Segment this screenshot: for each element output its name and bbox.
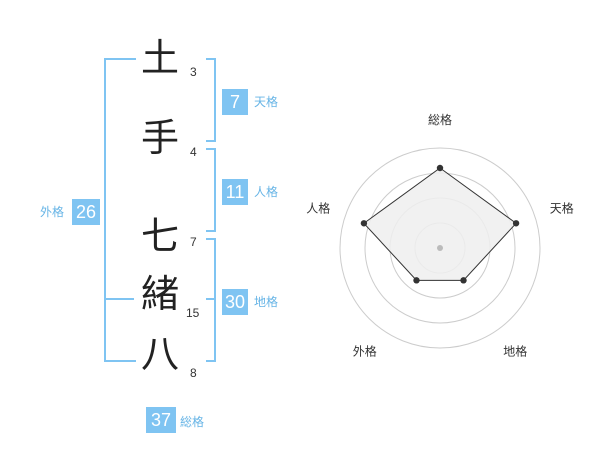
- name-char-3: 七: [140, 214, 179, 258]
- tenkaku-label: 天格: [254, 95, 279, 109]
- radar-axis-label-4: 外格: [353, 344, 377, 359]
- name-char-2: 手: [140, 116, 179, 160]
- radar-axis-label-2: 天格: [550, 200, 574, 215]
- radar-axis-label-5: 人格: [306, 200, 330, 215]
- jinkaku-bracket: [206, 148, 216, 232]
- gaikaku-label: 外格: [40, 205, 65, 219]
- chikaku-label: 地格: [254, 295, 279, 309]
- stroke-count-4: 15: [186, 306, 200, 320]
- tenkaku-value: 7: [222, 89, 248, 115]
- stroke-count-1: 3: [190, 65, 197, 79]
- soukaku-label: 総格: [180, 415, 205, 429]
- gaikaku-bracket-tick: [104, 298, 134, 300]
- stroke-count-5: 8: [190, 366, 197, 380]
- radar-ring-4: [339, 147, 541, 349]
- gaikaku-bracket: [104, 58, 136, 362]
- radar-axis-label-3: 地格: [503, 344, 527, 359]
- name-char-4: 緒: [140, 272, 179, 316]
- tenkaku-bracket: [206, 58, 216, 142]
- chikaku-value: 30: [222, 289, 248, 315]
- radar-point-3: [460, 277, 467, 284]
- radar-data-polygon: [363, 167, 517, 281]
- radar-axis-label-1: 総格: [428, 112, 452, 127]
- radar-point-4: [413, 277, 420, 284]
- stroke-count-2: 4: [190, 145, 197, 159]
- gaikaku-value: 26: [72, 199, 100, 225]
- radar-point-5: [360, 220, 368, 227]
- soukaku-value: 37: [146, 407, 176, 433]
- radar-point-1: [436, 164, 444, 172]
- chikaku-bracket: [206, 238, 216, 362]
- radar-center-dot: [437, 245, 443, 251]
- jinkaku-value: 11: [222, 179, 248, 205]
- name-char-5: 八: [140, 332, 179, 376]
- stroke-count-3: 7: [190, 235, 197, 249]
- radar-point-2: [512, 220, 520, 227]
- jinkaku-label: 人格: [254, 185, 279, 199]
- chikaku-bracket-tick: [206, 298, 214, 300]
- name-char-1: 土: [140, 36, 179, 80]
